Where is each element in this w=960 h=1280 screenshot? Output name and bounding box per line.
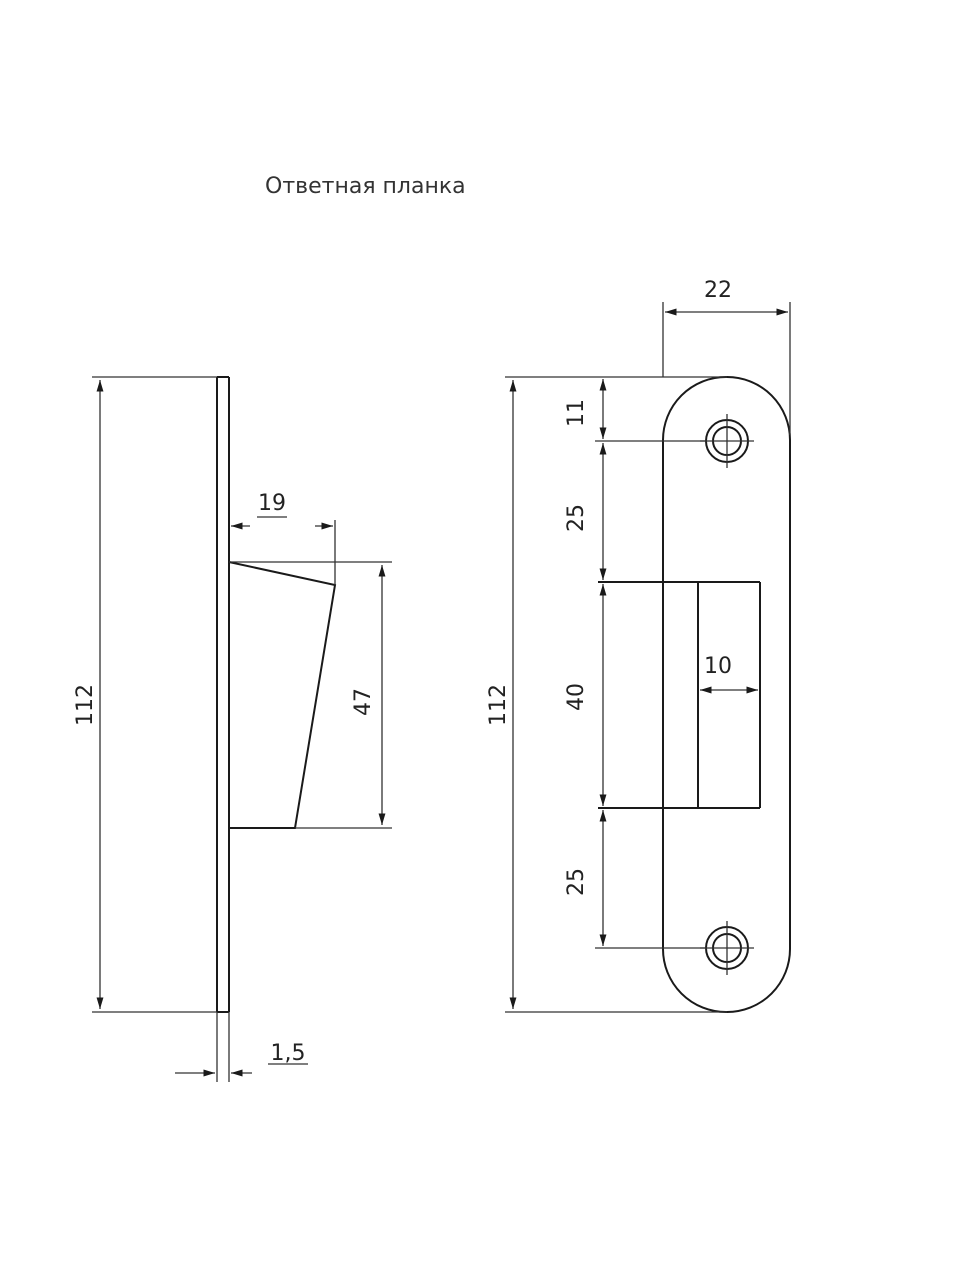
dim-projection-height: 47 xyxy=(351,688,376,716)
dim-plate-thickness: 1,5 xyxy=(271,1041,306,1066)
strike-lip-profile xyxy=(228,560,337,829)
dim-side-height: 112 xyxy=(73,684,98,726)
latch-slot xyxy=(598,581,761,809)
dim-front-width: 22 xyxy=(704,278,732,303)
dim-projection-depth: 19 xyxy=(258,491,286,516)
side-view: 112 19 47 1,5 xyxy=(73,376,392,1082)
screw-hole-bottom xyxy=(700,921,754,975)
dim-slot-height: 40 xyxy=(564,683,589,711)
dim-hole-offset-top: 11 xyxy=(564,399,589,427)
front-view: 10 22 112 11 25 40 25 xyxy=(486,278,791,1013)
screw-hole-top xyxy=(700,414,754,468)
dim-slot-width: 10 xyxy=(704,654,732,679)
drawing-title: Ответная планка xyxy=(265,174,466,199)
dim-hole-to-slot-top: 25 xyxy=(564,504,589,532)
dim-slot-to-hole-bottom: 25 xyxy=(564,868,589,896)
dim-front-height: 112 xyxy=(486,684,511,726)
strike-plate-outline xyxy=(662,376,791,1013)
